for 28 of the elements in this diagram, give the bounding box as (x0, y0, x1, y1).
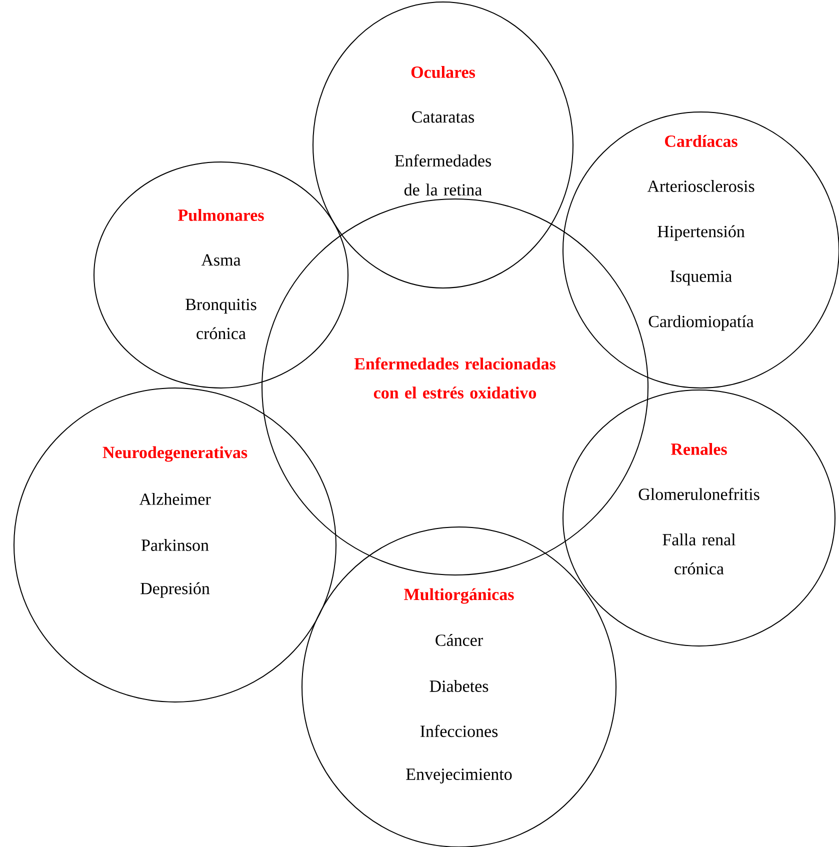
category-heading: Cardíacas (665, 135, 738, 147)
disease-label: Cardiomiopatía (648, 315, 754, 331)
disease-label: Cáncer (436, 634, 483, 646)
disease-label: Envejecimiento (406, 768, 512, 784)
category-heading: Neurodegenerativas (102, 446, 248, 462)
disease-label: Falla renal crónica (662, 534, 736, 574)
disease-label: Infecciones (420, 724, 498, 738)
disease-label: Asma (201, 254, 241, 266)
category-circle (14, 388, 336, 702)
category-heading: Renales (670, 443, 727, 455)
disease-label: Alzheimer (139, 493, 211, 505)
category-circle (94, 162, 348, 388)
disease-label: Parkinson (141, 539, 209, 551)
disease-label: Cataratas (412, 111, 474, 123)
category-heading: Pulmonares (178, 209, 264, 221)
disease-label: Bronquitis crónica (186, 298, 256, 340)
category-heading: Enfermedades relacionadas con el estrés oxidativo (354, 357, 556, 399)
disease-label: Arteriosclerosis (647, 180, 754, 192)
disease-label: Enfermedades de la retina (394, 154, 492, 196)
category-heading: Oculares (411, 66, 476, 78)
disease-label: Diabetes (430, 680, 488, 692)
disease-label: Glomerulonefritis (638, 488, 760, 500)
disease-label: Depresión (140, 582, 210, 598)
category-heading: Multiorgánicas (404, 588, 514, 604)
category-circle (562, 390, 836, 646)
disease-label: Hipertensión (658, 225, 745, 241)
disease-label: Isquemia (670, 270, 732, 286)
category-circle (312, 2, 574, 288)
